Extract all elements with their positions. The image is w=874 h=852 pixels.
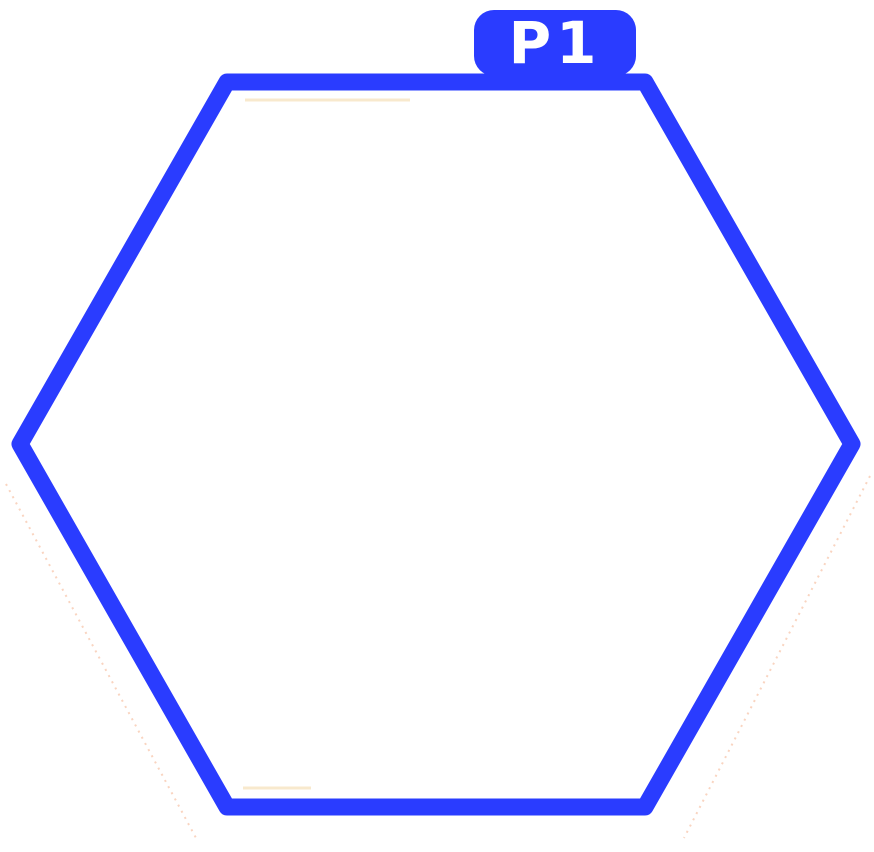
hex-shadow	[5, 475, 871, 839]
player-badge: P1	[474, 9, 636, 77]
player-badge-background	[474, 10, 636, 76]
hexagon-frame	[11, 73, 861, 816]
player-badge-label: P1	[509, 9, 602, 77]
hex-shadow-right	[683, 475, 871, 839]
